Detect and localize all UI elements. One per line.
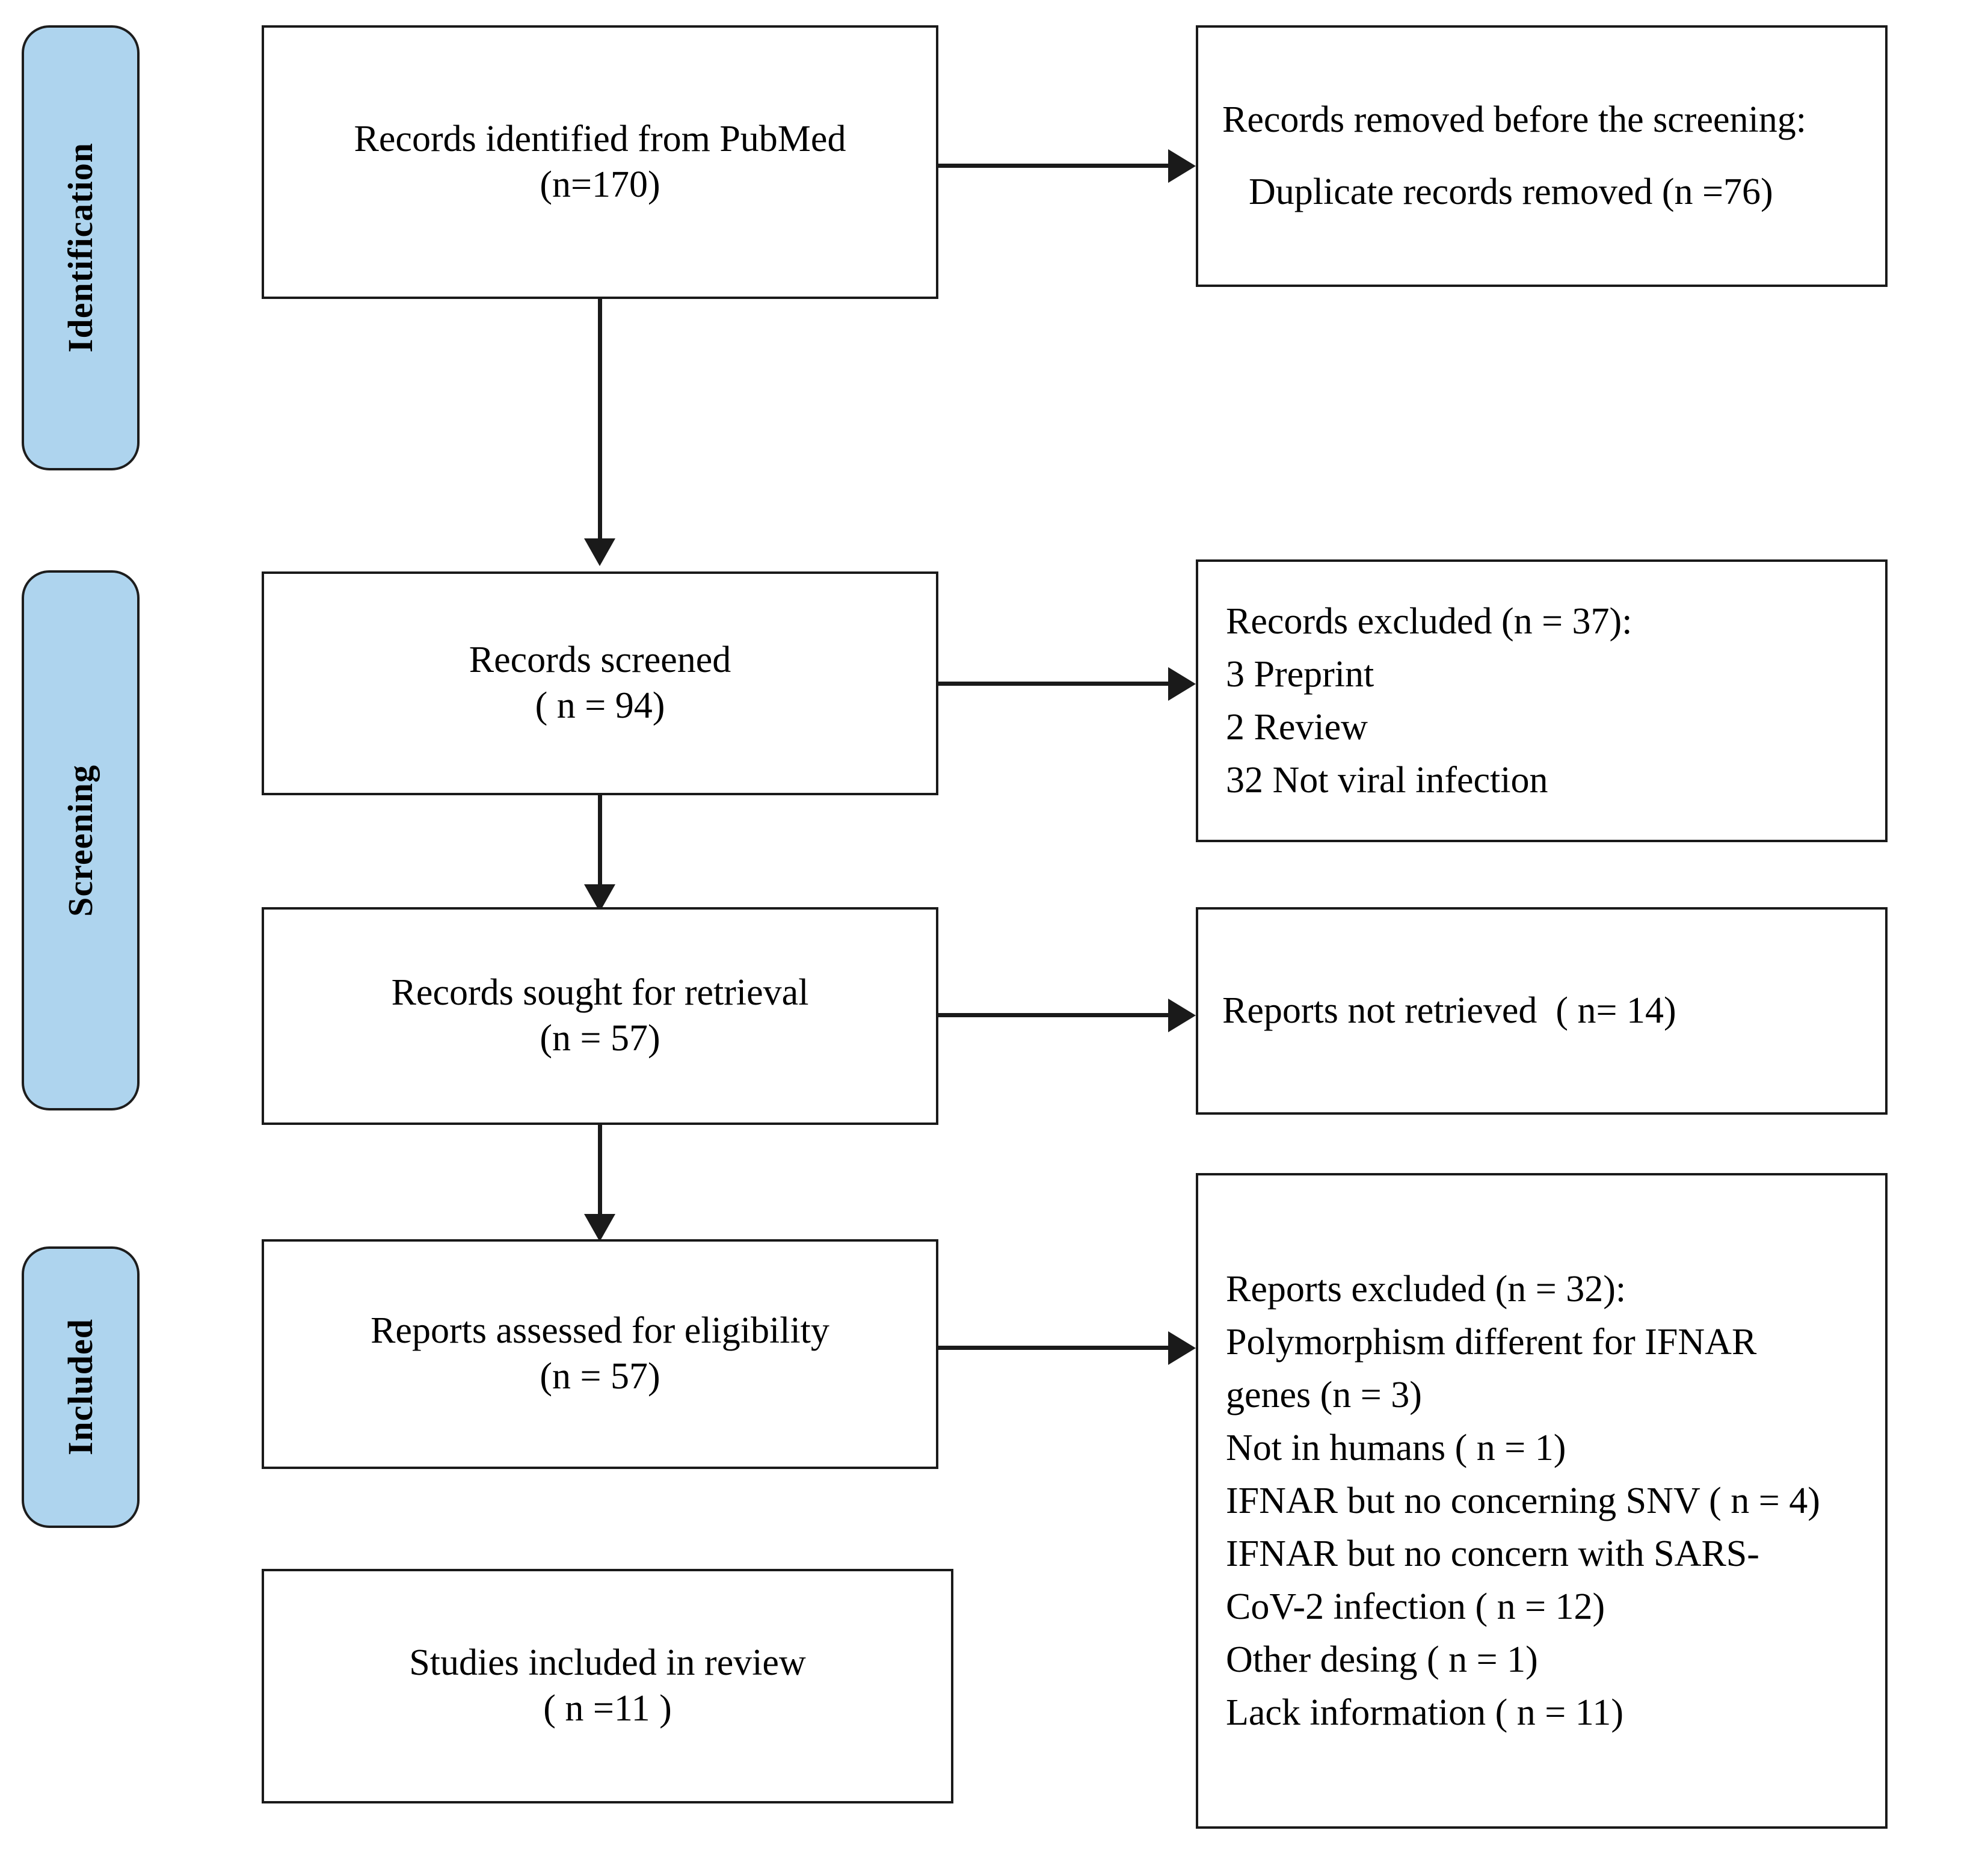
reports-excluded-heading: Reports excluded (n = 32): — [1226, 1268, 1626, 1310]
reason-4-gene: IFNAR — [1226, 1533, 1338, 1575]
records-sought-line-2: (n = 57) — [540, 1018, 660, 1059]
reports-assessed-line-2: (n = 57) — [540, 1356, 660, 1397]
arrowhead-identified-to-screened — [584, 538, 615, 566]
stage-label-screening: Screening — [61, 764, 100, 917]
records-sought-line-1: Records sought for retrieval — [391, 972, 809, 1014]
arrowhead-sought-to-not-retrieved — [1168, 999, 1196, 1032]
arrowhead-assessed-to-excluded — [1168, 1331, 1196, 1365]
records-removed-line-2: Duplicate records removed (n =76) — [1249, 171, 1773, 212]
stage-label-included: Included — [61, 1319, 100, 1456]
reports-excluded-reason-6: Lack information ( n = 11) — [1226, 1692, 1624, 1734]
records-screened-line-1: Records screened — [469, 639, 731, 681]
connector-identified-to-removed — [938, 164, 1169, 168]
box-records-sought: Records sought for retrieval (n = 57) — [262, 907, 938, 1125]
records-screened-line-2: ( n = 94) — [535, 685, 665, 726]
reason-3-gene: IFNAR — [1226, 1480, 1338, 1521]
stage-pill-identification: Identification — [22, 25, 140, 470]
records-identified-line-2: (n=170) — [540, 164, 660, 205]
reports-excluded-reason-5: Other desing ( n = 1) — [1226, 1639, 1538, 1681]
arrowhead-screened-to-excluded — [1168, 667, 1196, 701]
box-reports-assessed: Reports assessed for eligibility (n = 57… — [262, 1239, 938, 1469]
connector-screened-to-sought — [598, 795, 602, 887]
connector-assessed-to-excluded — [938, 1346, 1169, 1350]
box-records-excluded: Records excluded (n = 37): 3 Preprint 2 … — [1196, 559, 1888, 842]
studies-included-line-2: ( n =11 ) — [543, 1688, 672, 1729]
reports-excluded-reason-2: Not in humans ( n = 1) — [1226, 1427, 1566, 1468]
reports-excluded-reason-4: IFNAR but no concern with SARS- — [1226, 1527, 1759, 1580]
box-reports-not-retrieved: Reports not retrieved ( n= 14) — [1196, 907, 1888, 1115]
box-studies-included: Studies included in review ( n =11 ) — [262, 1569, 953, 1803]
stage-label-identification: Identification — [61, 143, 100, 353]
box-reports-excluded: Reports excluded (n = 32): Polymorphism … — [1196, 1173, 1888, 1829]
stage-pill-included: Included — [22, 1246, 140, 1528]
reason-1-gene: IFNAR — [1645, 1321, 1757, 1363]
records-removed-line-1: Records removed before the screening: — [1222, 99, 1806, 140]
arrowhead-sought-to-assessed — [584, 1214, 615, 1242]
connector-sought-to-not-retrieved — [938, 1013, 1169, 1017]
records-excluded-line-2: 3 Preprint — [1226, 653, 1374, 695]
records-excluded-line-3: 2 Review — [1226, 707, 1368, 748]
box-records-removed: Records removed before the screening: Du… — [1196, 25, 1888, 287]
records-excluded-line-4: 32 Not viral infection — [1226, 760, 1548, 801]
box-records-screened: Records screened ( n = 94) — [262, 571, 938, 795]
reports-excluded-reason-4-cont: CoV-2 infection ( n = 12) — [1226, 1586, 1605, 1628]
reason-1-text: Polymorphism different for — [1226, 1321, 1645, 1363]
reports-excluded-reason-1: Polymorphism different for IFNAR — [1226, 1316, 1756, 1369]
reports-not-retrieved-line-1: Reports not retrieved ( n= 14) — [1222, 990, 1676, 1031]
reports-excluded-reason-3: IFNAR but no concerning SNV ( n = 4) — [1226, 1474, 1820, 1527]
records-identified-line-1: Records identified from PubMed — [354, 118, 846, 159]
connector-sought-to-assessed — [598, 1125, 602, 1216]
reason-3-text: but no concerning SNV ( n = 4) — [1338, 1480, 1820, 1521]
reason-4-text: but no concern with SARS- — [1338, 1533, 1759, 1575]
stage-pill-screening: Screening — [22, 570, 140, 1110]
box-records-identified: Records identified from PubMed (n=170) — [262, 25, 938, 299]
arrowhead-identified-to-removed — [1168, 149, 1196, 183]
connector-screened-to-excluded — [938, 682, 1169, 686]
connector-identified-to-screened — [598, 299, 602, 541]
records-excluded-line-1: Records excluded (n = 37): — [1226, 600, 1633, 642]
reports-excluded-reason-1-cont: genes (n = 3) — [1226, 1374, 1422, 1415]
reports-assessed-line-1: Reports assessed for eligibility — [371, 1310, 829, 1352]
studies-included-line-1: Studies included in review — [409, 1642, 806, 1684]
